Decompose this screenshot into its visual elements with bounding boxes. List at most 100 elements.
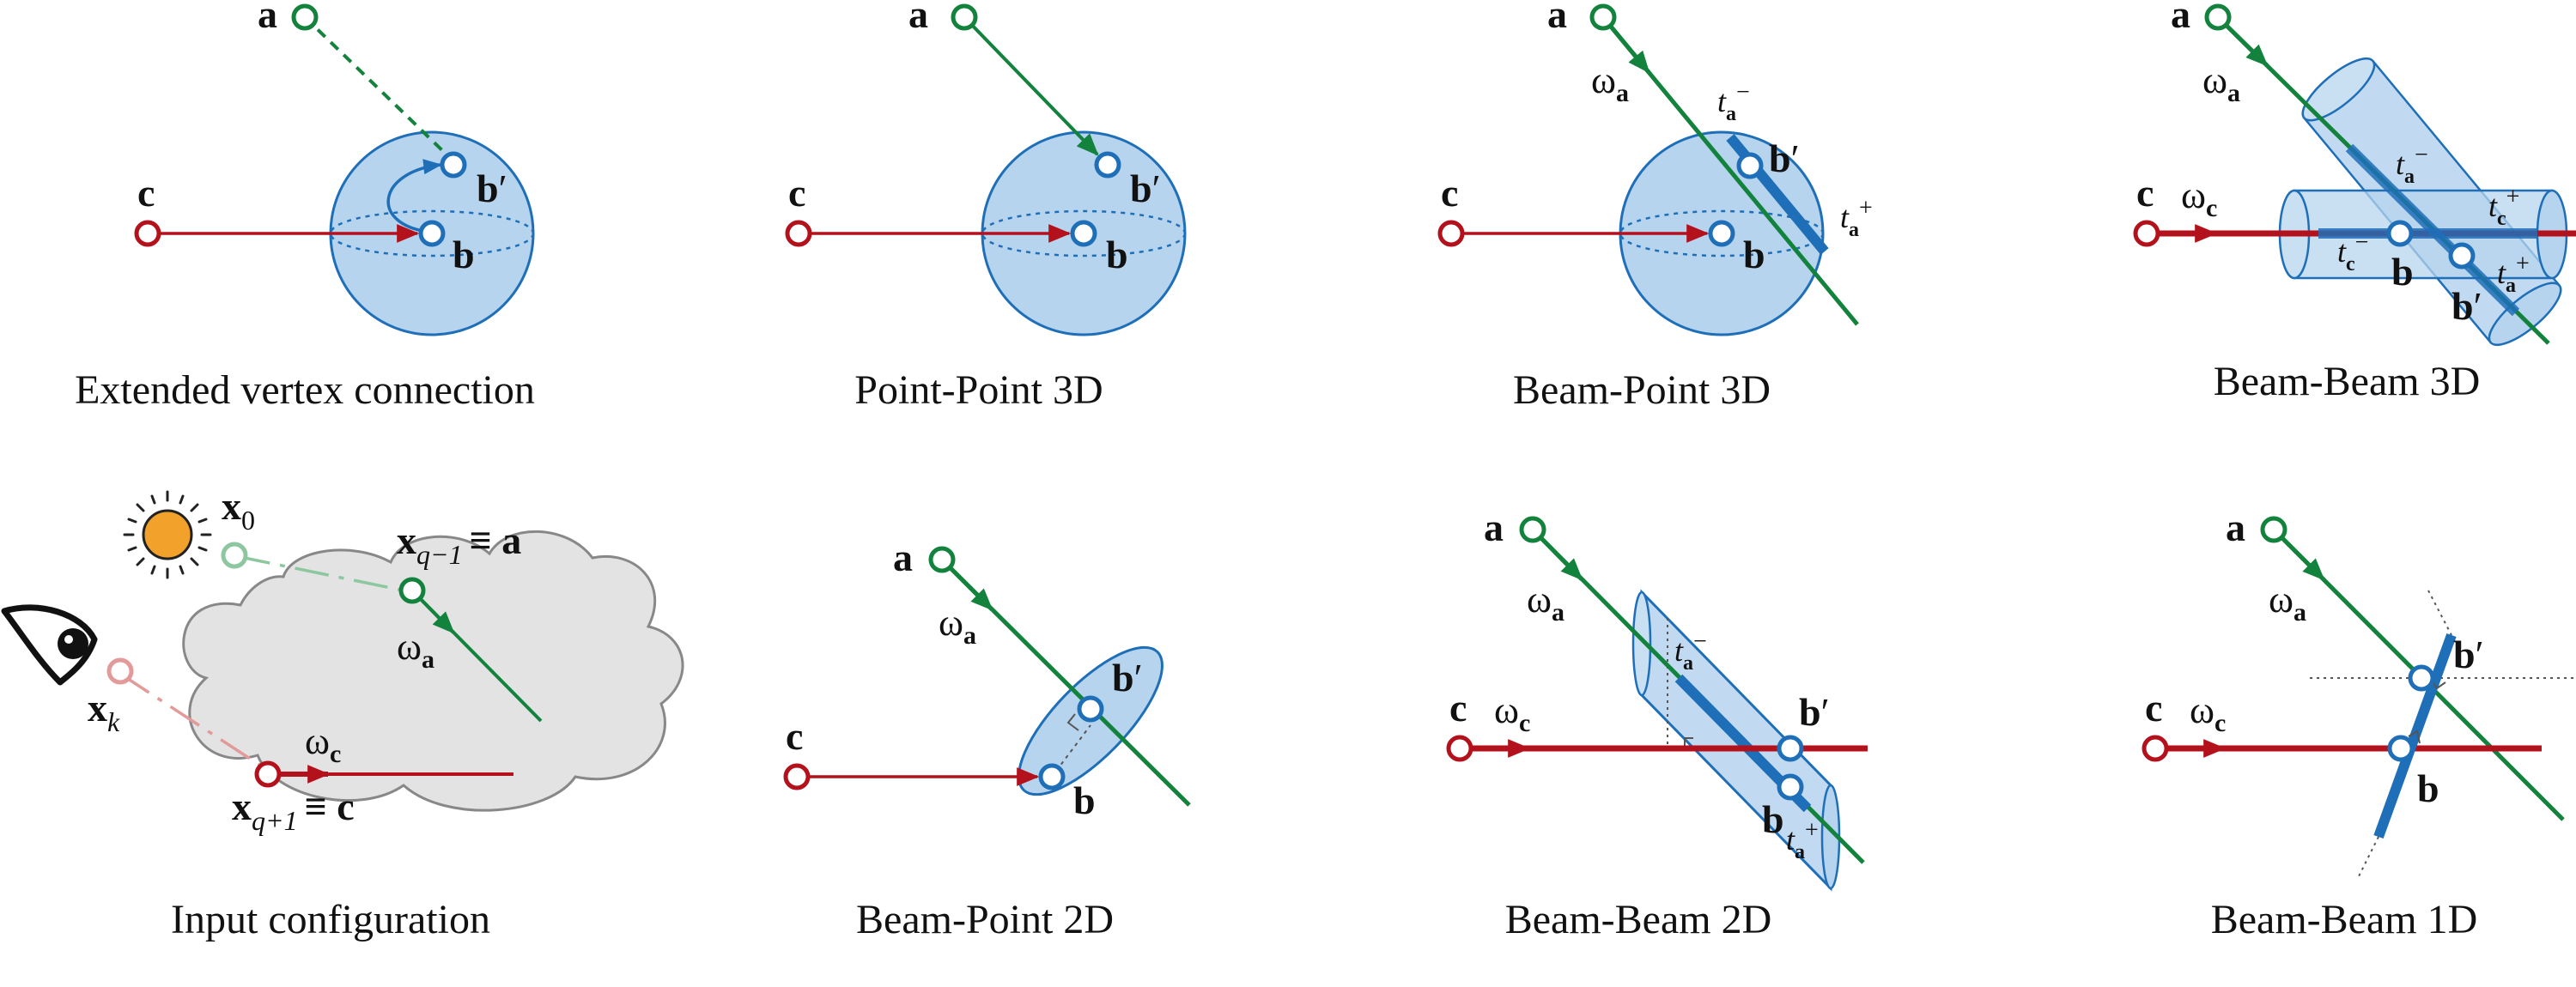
eye-icon xyxy=(1,604,98,686)
caption-input-configuration: Input configuration xyxy=(171,897,490,942)
vertex-b-prime xyxy=(1777,735,1804,762)
dotted-diagonal-bottom xyxy=(2356,836,2379,881)
vertex-c xyxy=(785,220,812,247)
label-omega-a: ωa xyxy=(2202,59,2240,107)
label-a: a xyxy=(2171,0,2190,36)
vertex-c xyxy=(2142,735,2169,762)
label-a: a xyxy=(2226,506,2245,549)
label-a: a xyxy=(1484,506,1504,549)
label-omega-a: ωa xyxy=(1527,578,1564,627)
label-xq-minus-equiv-a: xq−1≡ a xyxy=(397,518,521,570)
label-t-a-minus: ta− xyxy=(1674,628,1707,675)
label-t-a-minus: ta− xyxy=(1717,79,1750,125)
ray-a xyxy=(963,15,1099,156)
vertex-b xyxy=(1038,763,1066,790)
vertex-b xyxy=(1777,773,1804,801)
label-c: c xyxy=(1449,686,1467,730)
right-angle-marker-bottom xyxy=(2408,730,2421,744)
vertex-b-prime xyxy=(2408,664,2435,692)
label-b: b xyxy=(1106,233,1128,276)
vertex-b-prime xyxy=(1077,695,1104,723)
label-c: c xyxy=(2136,171,2154,215)
sphere-equator xyxy=(329,209,535,257)
label-b: b xyxy=(2417,766,2439,810)
label-b-prime: b′ xyxy=(1130,167,1161,210)
dashed-connection-a xyxy=(303,15,448,156)
vertex-b-prime xyxy=(440,151,467,179)
vertex-c xyxy=(134,220,161,247)
vertex-c xyxy=(783,763,811,790)
label-b: b xyxy=(1073,778,1096,822)
eye-subpath xyxy=(119,672,265,770)
label-c: c xyxy=(2145,686,2162,730)
label-b-prime: b′ xyxy=(1799,690,1830,734)
vertex-b-prime xyxy=(2448,242,2476,269)
label-b-prime: b′ xyxy=(2451,284,2482,328)
dotted-diagonal-top xyxy=(2427,590,2452,636)
light-subpath xyxy=(235,554,400,591)
label-a: a xyxy=(893,536,913,579)
vertex-c xyxy=(1437,220,1465,247)
vertex-a xyxy=(291,3,319,31)
label-xq-plus-equiv-c: xq+1≡ c xyxy=(232,784,355,836)
panel-input-configuration: x0 xq−1≡ a ωa xk ωc xq+1≡ c Input config… xyxy=(1,484,684,942)
vertex-a xyxy=(2204,3,2232,31)
label-t-a-plus: ta+ xyxy=(2497,251,2530,297)
label-omega-c: ωc xyxy=(1494,689,1530,737)
label-c: c xyxy=(137,171,155,215)
caption-beam-point-3d: Beam-Point 3D xyxy=(1513,367,1771,413)
right-angle-marker xyxy=(1684,737,1693,747)
vertex-b xyxy=(2387,735,2415,762)
vertex-b xyxy=(2386,220,2414,247)
perturbation-arrow xyxy=(386,159,442,233)
vertex-c xyxy=(2133,220,2160,247)
vertex-a xyxy=(951,3,978,31)
vertex-b xyxy=(1070,220,1097,247)
sphere-equator xyxy=(981,209,1187,257)
label-t-c-plus: tc+ xyxy=(2488,184,2519,230)
panel-point-point-3d: a c b b′ Point-Point 3D xyxy=(785,0,1187,413)
label-c: c xyxy=(786,714,803,758)
vertex-x0 xyxy=(221,542,248,569)
label-c: c xyxy=(788,171,805,215)
label-xk: xk xyxy=(88,686,120,737)
vertex-c xyxy=(1446,735,1473,762)
label-b: b xyxy=(1762,797,1784,841)
label-b-prime: b′ xyxy=(1769,136,1800,180)
vertex-a xyxy=(398,577,426,604)
label-b: b xyxy=(2391,250,2414,294)
label-a: a xyxy=(258,0,277,36)
panel-beam-point-3d: a ωa c b b′ ta− ta+ Beam-Point 3D xyxy=(1437,0,1873,413)
label-a: a xyxy=(1547,0,1567,36)
label-omega-c: ωc xyxy=(305,720,341,768)
label-omega-a: ωa xyxy=(2269,578,2306,627)
vertex-c xyxy=(254,760,282,788)
label-b: b xyxy=(453,233,475,276)
label-t-c-minus: tc− xyxy=(2337,229,2368,276)
caption-beam-beam-2d: Beam-Beam 2D xyxy=(1505,897,1772,942)
label-b-prime: b′ xyxy=(2453,633,2484,676)
panel-extended-vertex-connection: a c b b′ Extended vertex connection xyxy=(75,0,535,413)
caption-point-point-3d: Point-Point 3D xyxy=(854,367,1103,413)
vertex-a xyxy=(2260,516,2287,543)
beam-end-cap-top xyxy=(1631,590,1652,697)
label-c: c xyxy=(1441,171,1458,215)
label-omega-a: ωa xyxy=(397,626,434,674)
caption-beam-beam-3d: Beam-Beam 3D xyxy=(2214,359,2481,404)
label-a: a xyxy=(908,0,928,36)
label-t-a-plus: ta+ xyxy=(1786,817,1819,863)
beam-segment-1d xyxy=(2373,633,2457,839)
label-t-a-minus: ta− xyxy=(2396,142,2428,188)
vertex-a xyxy=(1589,3,1617,31)
caption-beam-beam-1d: Beam-Beam 1D xyxy=(2211,897,2478,942)
label-omega-c: ωc xyxy=(2181,174,2217,222)
label-t-a-plus: ta+ xyxy=(1840,195,1873,241)
vertex-b-prime xyxy=(1094,151,1121,179)
cloud-medium xyxy=(182,530,684,812)
right-angle-marker xyxy=(1066,713,1079,731)
panel-beam-beam-2d: a ωa c ωc ta− b′ b ta+ Beam-Beam 2D xyxy=(1446,506,1868,942)
label-x0: x0 xyxy=(222,484,255,536)
label-b: b xyxy=(1743,233,1765,276)
vertex-b xyxy=(418,220,446,247)
sphere-equator xyxy=(1619,209,1825,257)
